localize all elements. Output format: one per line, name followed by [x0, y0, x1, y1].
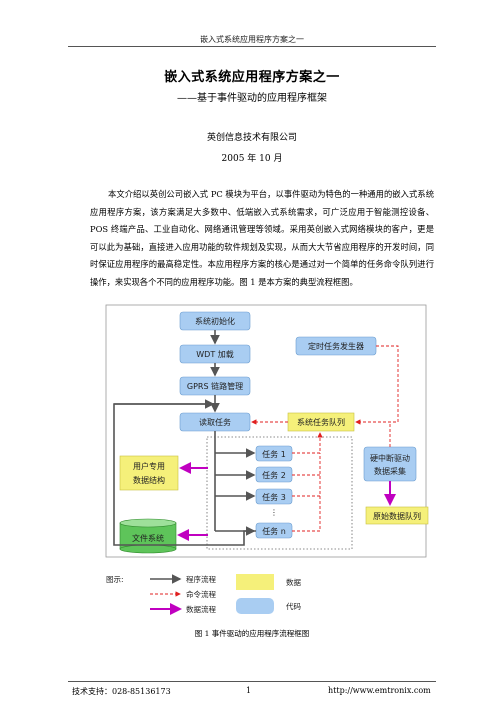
- document-title: 嵌入式系统应用程序方案之一: [164, 70, 340, 85]
- running-header: 嵌入式系统应用程序方案之一: [200, 35, 304, 44]
- isr-label-2: 数据采集: [374, 466, 406, 476]
- footer-support: 技术支持：028-85136173: [72, 687, 171, 696]
- header-rule: [68, 46, 436, 47]
- figure-caption: 图 1 事件驱动的应用程序流程框图: [194, 629, 310, 638]
- timer-label: 定时任务发生器: [308, 341, 364, 351]
- task-2-box: [255, 466, 293, 483]
- task-ellipsis: ⋮: [270, 508, 278, 517]
- legend-data-swatch: [236, 574, 274, 590]
- intro-paragraph: 本文介绍以英创公司嵌入式 PC 模块为平台，以事件驱动为特色的一种通用的嵌入式系…: [90, 189, 434, 287]
- document-subtitle: ——基于事件驱动的应用程序框架: [177, 93, 327, 104]
- command-flow-arrows: [251, 345, 399, 532]
- legend-data-label: 数据: [286, 577, 301, 587]
- task-n-label: 任务 n: [262, 526, 286, 536]
- task-3-label: 任务 3: [262, 492, 286, 502]
- footer-rule: [68, 681, 436, 682]
- program-flow-arrows: [113, 330, 256, 546]
- document-date: 2005 年 10 月: [221, 154, 283, 164]
- gprs-label: GPRS 链路管理: [187, 381, 243, 391]
- task-region: [206, 436, 353, 550]
- diagram-frame: [105, 304, 427, 558]
- data-flow-arrows: [177, 462, 396, 541]
- legend-command-label: 命令流程: [186, 589, 216, 599]
- task-2-label: 任务 2: [262, 470, 286, 480]
- legend-data-flow-label: 数据流程: [186, 604, 216, 614]
- user-data-box: [119, 455, 179, 491]
- task-3-box: [255, 488, 293, 505]
- task-1-label: 任务 1: [262, 449, 286, 459]
- raw-queue-box: [365, 506, 429, 525]
- company-name: 英创信息技术有限公司: [206, 133, 297, 143]
- init-label: 系统初始化: [195, 316, 235, 326]
- file-system-label: 文件系统: [132, 533, 164, 543]
- legend-program-label: 程序流程: [186, 574, 216, 584]
- user-data-label-2: 数据结构: [133, 475, 165, 485]
- task-1-box: [255, 445, 293, 462]
- raw-queue-label: 原始数据队列: [373, 511, 421, 521]
- footer-page-number: 1: [246, 686, 252, 695]
- isr-label-1: 硬中断驱动: [370, 453, 410, 463]
- footer-url[interactable]: http://www.emtronix.com: [328, 686, 431, 695]
- user-data-label-1: 用户专用: [133, 461, 165, 471]
- legend-code-swatch: [236, 598, 274, 614]
- task-queue-label: 系统任务队列: [297, 417, 345, 427]
- wdt-label: WDT 加载: [196, 349, 234, 359]
- legend-code-label: 代码: [286, 601, 301, 611]
- read-task-label: 读取任务: [199, 417, 231, 427]
- legend-label: 图示:: [106, 575, 124, 584]
